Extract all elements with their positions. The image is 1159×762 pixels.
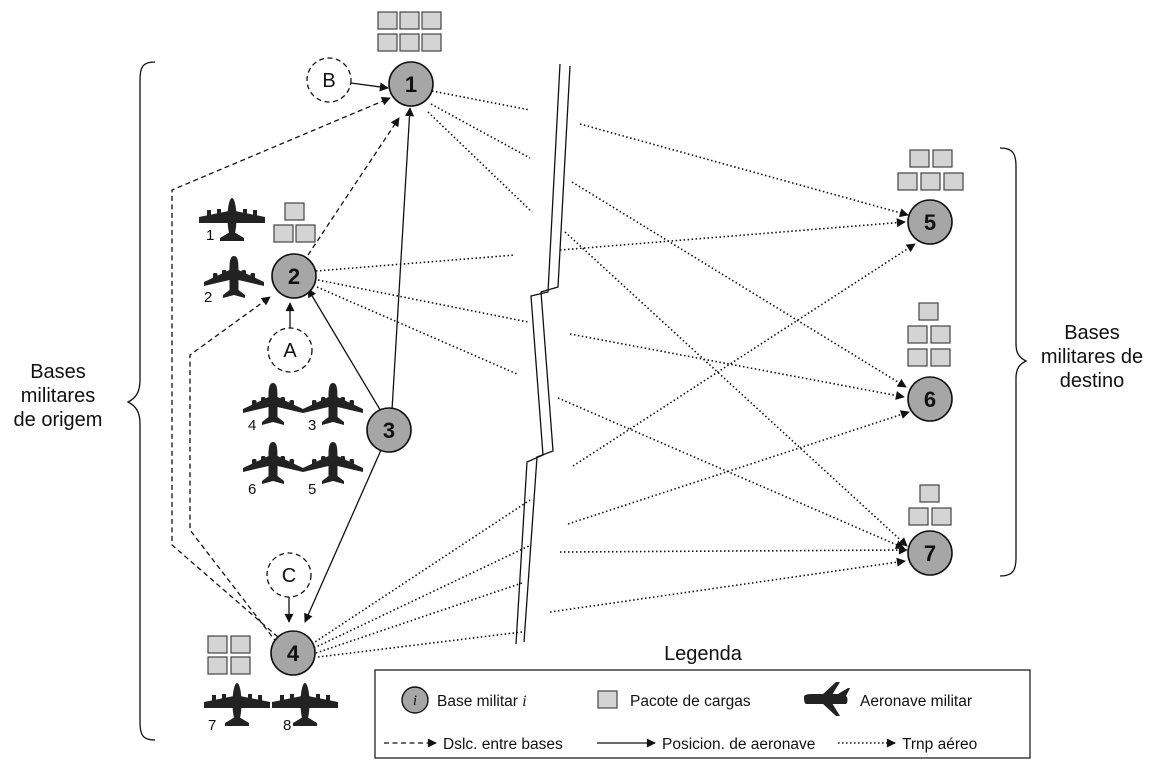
legend-transport-text: Trnp aéreo [902,736,977,753]
base-1-label: 1 [405,72,417,97]
base-2-label: 2 [288,264,300,289]
base-6-node [907,376,953,422]
base-5-label: 5 [924,210,936,235]
aircraft-number-1: 1 [206,227,214,244]
aircraft-number-6: 6 [248,481,256,498]
point-a-label: A [283,340,297,362]
aircraft-number-4: 4 [248,417,256,434]
base-3-node [366,407,412,453]
relocation-routes [171,57,400,644]
base-7-label: 7 [924,541,936,566]
aircraft-number-8: 8 [283,717,291,734]
legend-cargo-icon [597,690,618,709]
destination-label-line-2: militares de [1041,346,1143,368]
legend-aircraft-text: Aeronave militar [860,693,972,710]
legend-title: Legenda [664,643,743,665]
aircraft-number-2: 2 [204,289,212,306]
base-6-label: 6 [924,387,936,412]
base-5-node [907,199,953,245]
origin-label-line-2: militares [21,385,95,407]
positioning-routes [304,107,415,623]
point-c-label: C [282,565,296,587]
aircraft-number-7: 7 [208,717,216,734]
aircraft-number-5: 5 [308,481,316,498]
legend-base-symbol: i [413,693,417,709]
legend-base-icon [401,686,429,714]
base-7-node [907,530,953,576]
aircraft-number-3: 3 [308,417,316,434]
point-b-label: B [322,70,335,92]
aircraft-6-icon [243,442,303,484]
origin-brace [126,61,156,741]
base-2-node [271,253,317,299]
legend-base-text: Base militar i [437,693,527,710]
aircraft-5-icon [303,442,363,484]
aircraft-2-icon [204,256,264,298]
aircraft-8-icon [272,683,338,726]
base-4-node [270,630,316,676]
base-4-label: 4 [287,641,300,666]
destination-label-line-3: destino [1060,370,1125,392]
origin-label-line-1: Bases [30,361,86,383]
break-line-left [515,63,561,645]
legend-relocation-text: Dslc. entre bases [443,736,563,753]
cargo-stacks [207,11,964,675]
destination-label-line-1: Bases [1064,322,1120,344]
destination-brace [999,147,1028,577]
air-transport-routes [311,90,916,658]
legend-box [374,669,1031,759]
base-1-node [388,61,434,107]
break-line-right [523,65,571,643]
origin-label-line-3: de origem [14,409,103,431]
base-nodes [270,61,953,676]
legend-cargo-text: Pacote de cargas [630,693,751,710]
legend-positioning-text: Posicion. de aeronave [662,736,815,753]
base-3-label: 3 [383,418,395,443]
